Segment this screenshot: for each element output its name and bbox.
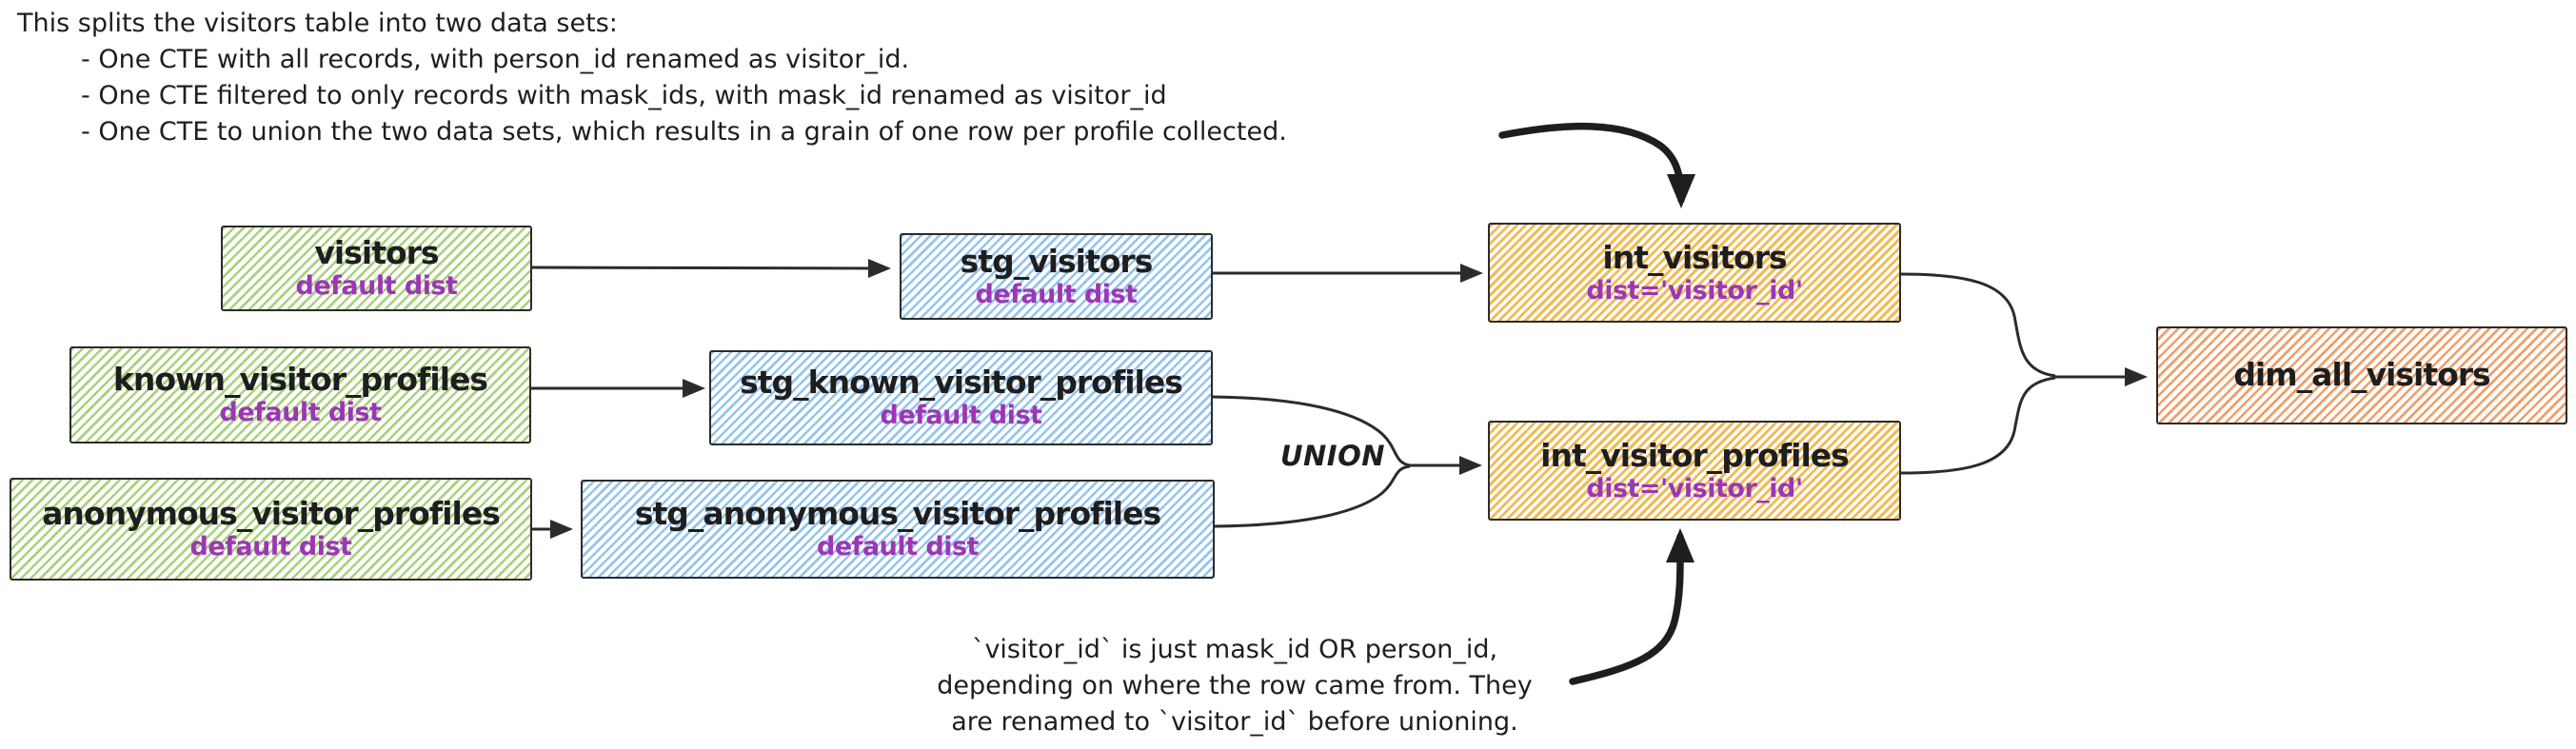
node-title: visitors [314, 234, 439, 272]
node-anonymous-visitor-profiles: anonymous_visitor_profiles default dist [10, 478, 532, 581]
node-visitors: visitors default dist [221, 226, 532, 311]
node-title: int_visitor_profiles [1540, 436, 1850, 474]
node-title: int_visitors [1602, 238, 1787, 276]
bottom-annotation: `visitor_id` is just mask_id OR person_i… [900, 632, 1570, 740]
node-title: stg_known_visitor_profiles [740, 364, 1183, 402]
top-annotation-bullet: - One CTE filtered to only records with … [81, 81, 1167, 110]
curve-int-visitor-profiles-to-dim [1900, 376, 2056, 475]
node-int-visitor-profiles: int_visitor_profiles dist='visitor_id' [1488, 421, 1901, 521]
curve-stg-anonymous-to-union [1214, 464, 1411, 528]
bottom-annotation-line: are renamed to `visitor_id` before union… [951, 707, 1518, 737]
node-subtitle: default dist [295, 271, 458, 302]
top-annotation-bullet: - One CTE to union the two data sets, wh… [81, 117, 1287, 147]
curve-int-visitors-to-dim [1900, 272, 2056, 378]
node-subtitle: dist='visitor_id' [1586, 473, 1803, 503]
arrow-visitors-to-stg-visitors [531, 258, 891, 278]
node-title: stg_anonymous_visitor_profiles [634, 495, 1161, 533]
annotation-arrow-bottom-note-to-int-visitor-profiles [1569, 528, 1695, 685]
node-title: dim_all_visitors [2233, 356, 2490, 394]
top-annotation-line: This splits the visitors table into two … [17, 9, 618, 38]
node-subtitle: default dist [880, 401, 1042, 431]
bottom-annotation-line: `visitor_id` is just mask_id OR person_i… [971, 635, 1498, 664]
node-title: known_visitor_profiles [112, 361, 488, 399]
node-int-visitors: int_visitors dist='visitor_id' [1488, 223, 1901, 323]
top-annotation: This splits the visitors table into two … [17, 6, 1287, 150]
node-stg-visitors: stg_visitors default dist [900, 233, 1213, 320]
node-subtitle: default dist [817, 532, 979, 562]
node-subtitle: dist='visitor_id' [1586, 275, 1803, 306]
node-subtitle: default dist [219, 398, 382, 428]
node-subtitle: default dist [975, 279, 1138, 309]
union-label: UNION [1279, 440, 1386, 472]
bottom-annotation-line: depending on where the row came from. Th… [937, 671, 1533, 700]
node-dim-all-visitors: dim_all_visitors [2156, 326, 2567, 424]
node-title: anonymous_visitor_profiles [42, 495, 501, 533]
node-title: stg_visitors [960, 242, 1154, 280]
node-subtitle: default dist [189, 532, 352, 562]
top-annotation-bullet: - One CTE with all records, with person_… [81, 45, 910, 74]
annotation-arrow-top-note-to-int-visitors [1498, 122, 1695, 208]
node-stg-anonymous-visitor-profiles: stg_anonymous_visitor_profiles default d… [581, 480, 1215, 579]
node-stg-known-visitor-profiles: stg_known_visitor_profiles default dist [709, 350, 1213, 445]
node-known-visitor-profiles: known_visitor_profiles default dist [69, 346, 531, 443]
